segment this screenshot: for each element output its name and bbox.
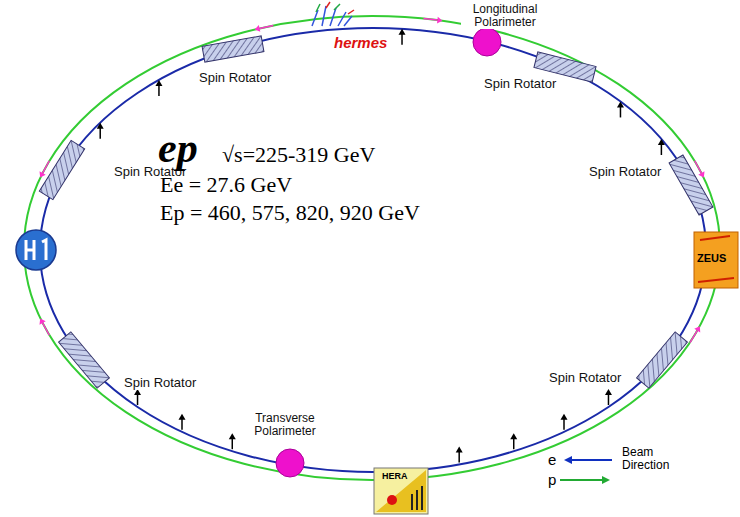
h1-logo (16, 230, 56, 270)
spin-rotator-magnet (22, 130, 102, 210)
beam-arrow (43, 161, 50, 173)
proton-ring (24, 16, 720, 480)
node-label: Spin Rotator (197, 71, 273, 85)
polarimeter: Longitudinal Polarimeter (461, 3, 549, 29)
spin-arrowhead (178, 414, 185, 420)
experiment-name: HERA (382, 471, 408, 481)
spin-rotator: Spin Rotator (587, 165, 663, 179)
node-label: Longitudinal Polarimeter (461, 3, 549, 29)
electron-direction-arrow (566, 459, 612, 461)
energy-range: √s=225-319 GeV (222, 142, 375, 168)
node-label: Spin Rotator (482, 77, 558, 91)
spin-arrowhead (658, 139, 665, 145)
spin-rotator-magnet (651, 145, 731, 225)
spin-rotator-magnet (44, 320, 124, 400)
spin-rotator: Spin Rotator (197, 71, 273, 85)
spin-rotator: Spin Rotator (547, 371, 623, 385)
spin-arrowhead (456, 446, 463, 452)
beam-name: e (548, 451, 556, 468)
spin-rotator: Spin Rotator (122, 376, 198, 390)
facility-name: hermes (332, 34, 389, 51)
spin-arrowhead (399, 29, 406, 35)
node-label: Transverse Polarimeter (243, 412, 327, 438)
beam-energy: Ep = 460, 575, 820, 920 GeV (160, 200, 420, 226)
spin-rotator: Spin Rotator (482, 77, 558, 91)
spin-rotator-magnet (525, 27, 605, 107)
spin-arrowhead (510, 433, 517, 439)
beam-arrow (260, 25, 274, 28)
beam-arrowhead (40, 319, 46, 325)
hera-b-logo (374, 468, 428, 514)
spin-arrowhead (561, 414, 568, 420)
beam-energy: Ee = 27.6 GeV (160, 172, 292, 198)
spin-arrowhead (605, 389, 612, 395)
spin-rotator-magnet (622, 320, 702, 400)
beam-arrowhead (694, 326, 700, 332)
proton-direction-arrow (560, 479, 608, 481)
node-label: Spin Rotator (122, 376, 198, 390)
hermes-logo (312, 2, 354, 26)
beam-arrow (43, 323, 50, 335)
experiment-name: ZEUS (697, 252, 726, 264)
beam-arrow (690, 331, 697, 343)
beam-arrow (695, 161, 702, 173)
beam-arrowhead (437, 17, 442, 24)
beam-name: p (548, 471, 556, 488)
spin-arrowhead (617, 101, 624, 107)
beam-arrowhead (255, 25, 261, 32)
beam-arrow (423, 18, 437, 20)
collision-type: ep (158, 124, 198, 172)
spin-arrowhead (97, 123, 104, 129)
spin-arrowhead (155, 80, 162, 86)
beam-arrowhead (698, 171, 704, 177)
zeus-logo (694, 232, 738, 288)
spin-arrows (40, 17, 705, 463)
polarimeter: Transverse Polarimeter (243, 412, 327, 438)
node-label: Spin Rotator (547, 371, 623, 385)
electron-ring (40, 28, 706, 472)
spin-arrowhead (229, 433, 236, 439)
beam-direction-label: Beam Direction (622, 446, 684, 472)
node-label: Spin Rotator (587, 165, 663, 179)
beam-arrowhead (40, 171, 46, 177)
